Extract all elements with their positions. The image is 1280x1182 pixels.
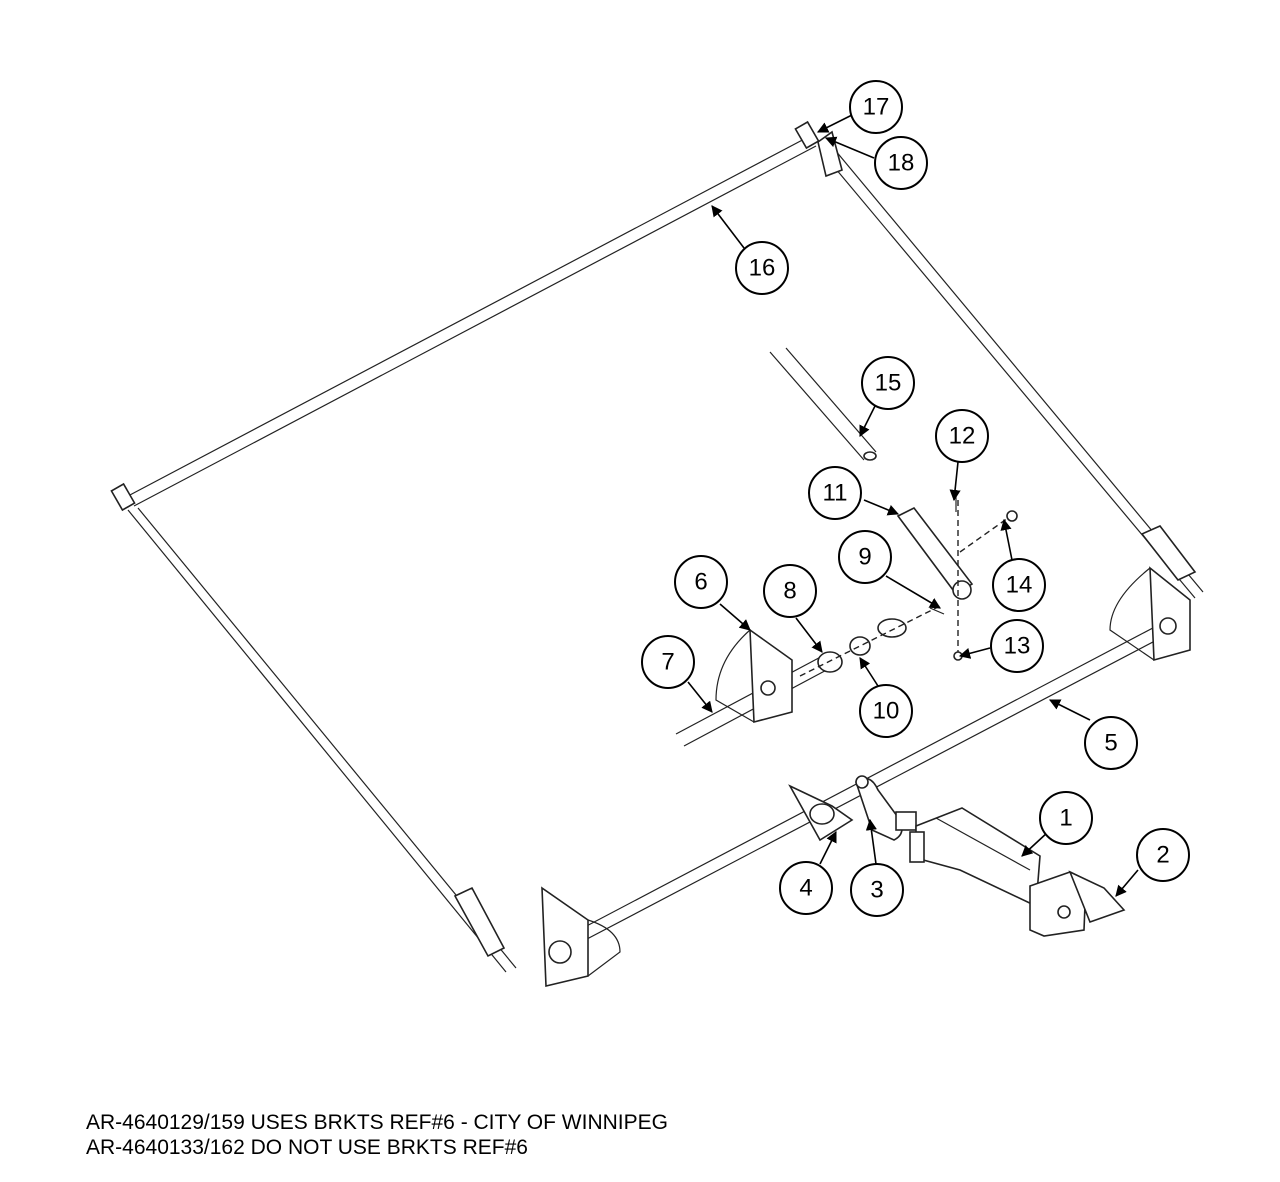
callout-11: 11 [808, 466, 862, 520]
left-corner-fitting [110, 482, 136, 512]
callout-number: 12 [949, 423, 976, 450]
callout-circle [779, 861, 833, 915]
callout-number: 8 [783, 578, 796, 605]
callout-number: 16 [749, 255, 776, 282]
callout-circle [861, 356, 915, 410]
callout-circle [1136, 828, 1190, 882]
callout-circle [763, 564, 817, 618]
callout-circle [935, 409, 989, 463]
callout-number: 6 [694, 569, 707, 596]
callout-2: 2 [1136, 828, 1190, 882]
callout-6: 6 [674, 555, 728, 609]
clamp-collar [877, 618, 907, 638]
left-bracket [541, 886, 621, 988]
callout-15: 15 [861, 356, 915, 410]
part-right-side-bar [819, 143, 1204, 599]
part-17-18-corner [794, 120, 843, 178]
callout-circle [850, 863, 904, 917]
part-4-bearing [788, 784, 854, 842]
callout-circle [838, 530, 892, 584]
callout-circle [874, 136, 928, 190]
callout-number: 13 [1004, 633, 1031, 660]
callout-4: 4 [779, 861, 833, 915]
part-11-arm [896, 506, 974, 600]
part-9-pin [929, 607, 945, 615]
drawing-notes: AR-4640129/159 USES BRKTS REF#6 - CITY O… [86, 1110, 668, 1160]
callout-number: 18 [888, 150, 915, 177]
part-10-bushing [849, 636, 871, 656]
callout-number: 5 [1104, 730, 1117, 757]
right-bracket [1109, 566, 1191, 662]
callout-number: 7 [661, 649, 674, 676]
part-6-bracket [715, 628, 793, 724]
note-line-1: AR-4640129/159 USES BRKTS REF#6 - CITY O… [86, 1111, 668, 1134]
callout-7: 7 [641, 635, 695, 689]
callout-circle [1039, 791, 1093, 845]
callout-circle [735, 241, 789, 295]
callout-number: 1 [1059, 805, 1072, 832]
callout-9: 9 [838, 530, 892, 584]
callout-8: 8 [763, 564, 817, 618]
callout-10: 10 [859, 684, 913, 738]
callout-circle [808, 466, 862, 520]
part-3-lever-arm [855, 775, 917, 841]
callout-number: 9 [858, 544, 871, 571]
callout-circle [641, 635, 695, 689]
callout-3: 3 [850, 863, 904, 917]
callout-number: 11 [823, 480, 848, 507]
part-16-top-bar [127, 135, 817, 507]
callout-number: 14 [1006, 572, 1033, 599]
callout-5: 5 [1084, 716, 1138, 770]
callout-18: 18 [874, 136, 928, 190]
callout-circle [674, 555, 728, 609]
part-8-ring [817, 651, 843, 673]
callout-17: 17 [849, 80, 903, 134]
callout-number: 15 [875, 370, 902, 397]
callout-14: 14 [992, 558, 1046, 612]
callout-number: 10 [873, 698, 900, 725]
callout-circle [992, 558, 1046, 612]
callout-number: 2 [1156, 842, 1169, 869]
callout-circle [849, 80, 903, 134]
callout-13: 13 [990, 619, 1044, 673]
callout-number: 17 [863, 94, 890, 121]
callout-number: 4 [799, 875, 812, 902]
callout-number: 3 [870, 877, 883, 904]
callout-circle [990, 619, 1044, 673]
part-14-washer [1006, 510, 1018, 522]
callout-16: 16 [735, 241, 789, 295]
callout-12: 12 [935, 409, 989, 463]
part-left-side-bar [127, 507, 517, 973]
part-15-rod [769, 347, 877, 461]
leaders [687, 113, 1139, 897]
callout-circle [859, 684, 913, 738]
part-1-cylinder [909, 807, 1041, 908]
callout-circle [1084, 716, 1138, 770]
callout-1: 1 [1039, 791, 1093, 845]
part-2-mount [1029, 870, 1126, 937]
note-line-2: AR-4640133/162 DO NOT USE BRKTS REF#6 [86, 1136, 528, 1159]
